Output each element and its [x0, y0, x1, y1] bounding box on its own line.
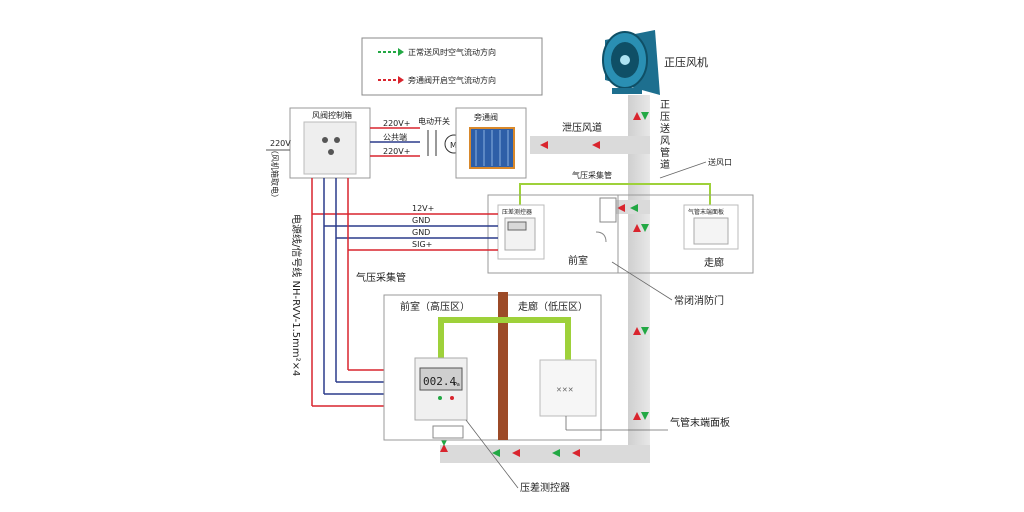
supply-duct-text: 正压送风管道 — [660, 100, 670, 171]
supply-outlet-label: 送风口 — [708, 157, 732, 167]
room-bottom-corridor: 走廊（低压区） — [518, 300, 588, 313]
big-end-panel: ✕✕✕ — [539, 359, 597, 417]
control-box: 风阀控制箱 — [289, 107, 371, 179]
bottom-grille — [432, 425, 464, 439]
control-box-power-note: （风机箱取电） — [270, 146, 280, 202]
pressure-pipe-top-label: 气压采集管 — [572, 170, 612, 180]
small-end-panel: 气管末端面板 — [683, 204, 739, 250]
room-top-corridor: 走廊 — [704, 256, 724, 269]
red-arrow-icon — [378, 76, 404, 84]
controller-display: 002.4 — [423, 375, 456, 388]
fan-label: 正压风机 — [664, 55, 708, 69]
fan-icon — [602, 30, 660, 95]
end-panel-mark: ✕✕✕ — [556, 386, 574, 394]
wire-signal-2: GND — [412, 216, 430, 225]
bypass-valve: 旁通阀 — [455, 107, 527, 179]
bypass-valve-title: 旁通阀 — [474, 112, 498, 122]
motor-icon: M — [450, 141, 457, 150]
ducts — [440, 95, 650, 463]
wire-signal-1: 12V+ — [412, 204, 434, 213]
small-panel-title: 气管末端面板 — [688, 208, 724, 216]
big-controller: 002.4 Pa — [414, 357, 468, 421]
legend: 正常送风时空气流动方向 旁通阀开启空气流动方向 — [361, 37, 543, 96]
fire-door-label: 常闭消防门 — [674, 294, 724, 307]
wire-top-1: 220V+ — [383, 119, 410, 128]
small-controller: 压差测控器 — [497, 204, 545, 260]
pressure-pipe-bottom-label: 气压采集管 — [356, 271, 406, 284]
wire-top-3: 220V+ — [383, 147, 410, 156]
relief-duct-label: 泄压风道 — [562, 121, 602, 134]
wire-signal-3: GND — [412, 228, 430, 237]
cable-label: 电源线/信号线 NH-RVV-1.5mm²×4 — [290, 214, 303, 376]
controller-unit: Pa — [454, 382, 460, 388]
supply-duct-label: 正压送风管道 — [660, 100, 670, 171]
switch-title: 电动开关 — [418, 116, 450, 126]
control-box-title: 风阀控制箱 — [312, 110, 352, 120]
controller-label: 压差测控器 — [520, 481, 570, 494]
room-bottom-front: 前室（高压区） — [400, 300, 470, 313]
control-box-voltage: 220V — [270, 139, 291, 148]
end-panel-label: 气管末端面板 — [670, 416, 730, 429]
top-room: 前室 走廊 — [487, 194, 754, 274]
duct-flow-arrows — [440, 112, 649, 457]
top-wires: 220V+ 公共端 220V+ — [370, 119, 420, 157]
legend-normal-flow: 正常送风时空气流动方向 — [408, 47, 496, 57]
room-top-front: 前室 — [568, 254, 588, 267]
small-controller-title: 压差测控器 — [502, 208, 532, 216]
signal-wires: 12V+ GND GND SIG+ — [311, 178, 498, 407]
wire-signal-4: SIG+ — [412, 240, 432, 249]
green-arrow-icon — [378, 48, 404, 56]
wire-top-2: 公共端 — [383, 132, 407, 142]
legend-bypass-flow: 旁通阀开启空气流动方向 — [408, 75, 496, 85]
